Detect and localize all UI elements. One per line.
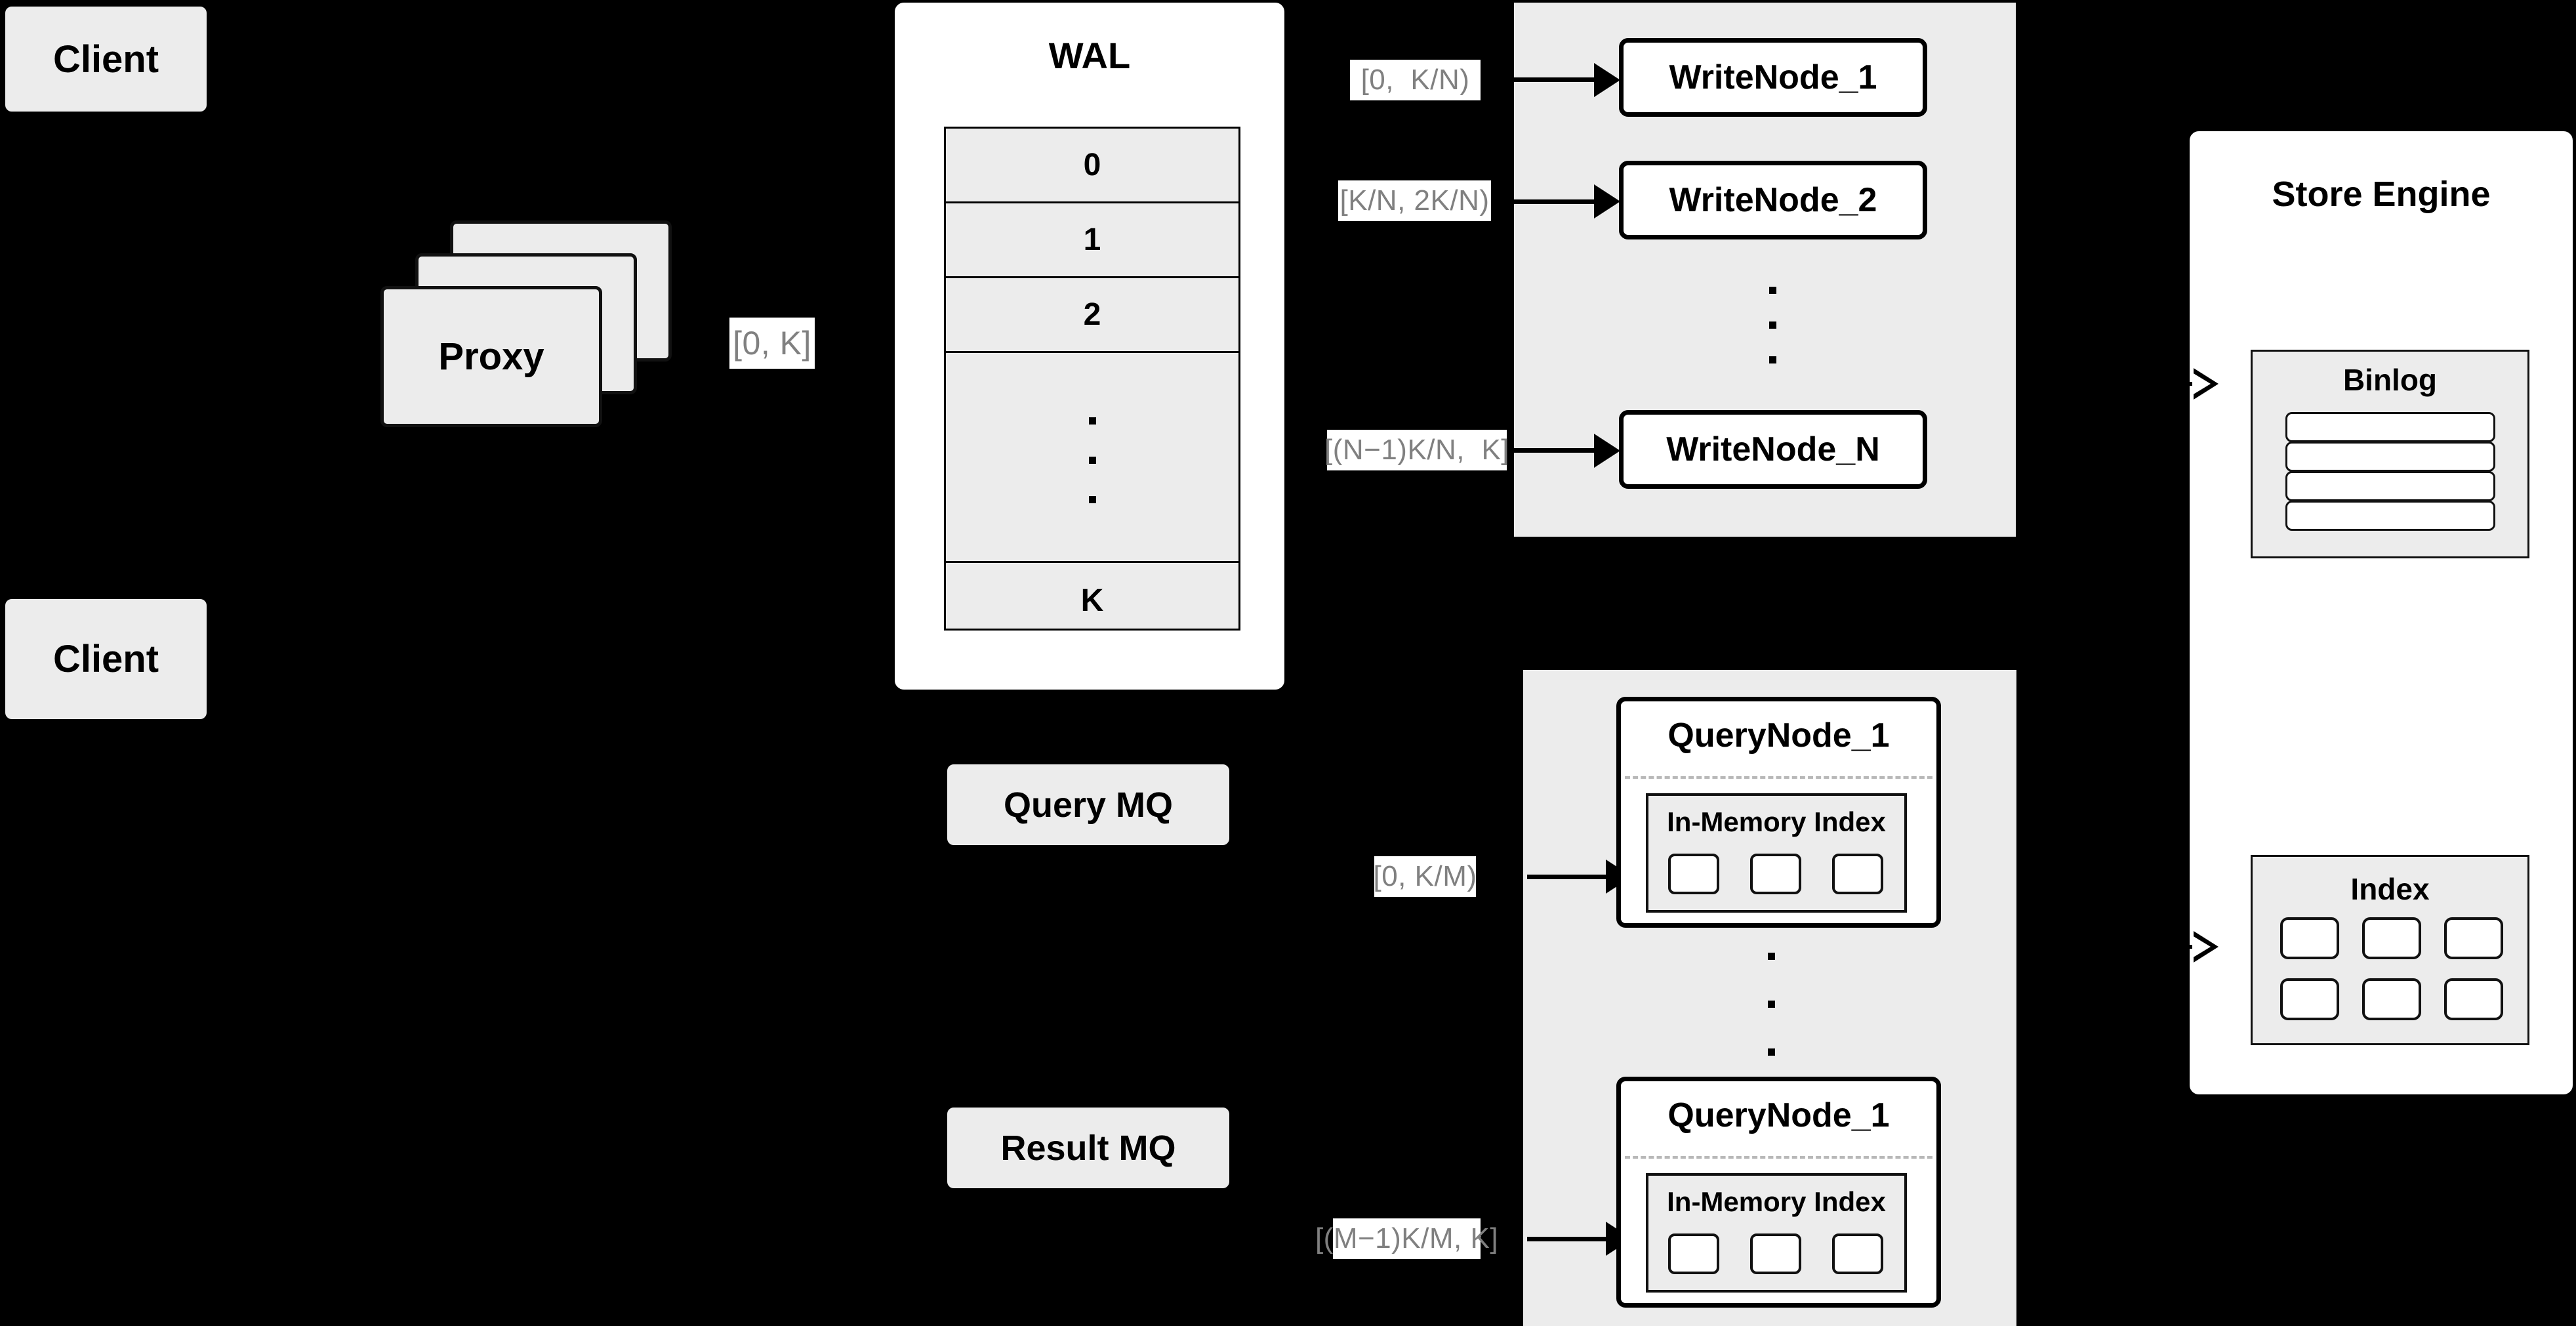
arrow-head-to-index xyxy=(2192,931,2218,963)
proxy-label: Proxy xyxy=(438,335,544,378)
query-node-1-inmemory-index: In-Memory Index xyxy=(1646,793,1907,913)
query-node-m-label: QueryNode_1 xyxy=(1667,1096,1890,1134)
client-node-2[interactable]: Client xyxy=(5,599,207,719)
client-node-1-label: Client xyxy=(52,37,159,81)
index-cell xyxy=(2444,917,2503,959)
query-node-m-divider xyxy=(1625,1156,1932,1159)
binlog-row xyxy=(2285,442,2495,472)
query-node-1-label: QueryNode_1 xyxy=(1667,716,1890,755)
arrow-shaft-to-binlog xyxy=(2166,382,2194,386)
arrow-shaft-writenode-n xyxy=(1509,448,1601,453)
client-node-1[interactable]: Client xyxy=(5,7,207,112)
range-label-writenode-1: [0, K/N) xyxy=(1350,60,1481,100)
arrow-shaft-querynode-1 xyxy=(1527,875,1612,879)
write-node-n-label: WriteNode_N xyxy=(1666,430,1880,468)
range-label-writenode-2: [K/N, 2K/N) xyxy=(1338,180,1491,221)
binlog-row xyxy=(2285,471,2495,501)
write-node-2[interactable]: WriteNode_2 xyxy=(1619,161,1927,239)
in-memory-index-cell xyxy=(1668,854,1719,894)
index-cell xyxy=(2362,978,2421,1020)
proxy-stack[interactable]: Proxy xyxy=(380,213,672,436)
in-memory-index-cell xyxy=(1750,854,1801,894)
write-node-1[interactable]: WriteNode_1 xyxy=(1619,38,1927,117)
wal-panel: WAL 0 1 2 K xyxy=(895,3,1284,690)
in-memory-index-cell xyxy=(1832,1233,1883,1274)
range-label-querynode-1-text: [0, K/M) xyxy=(1373,860,1477,892)
write-node-n[interactable]: WriteNode_N xyxy=(1619,410,1927,489)
query-mq-label: Query MQ xyxy=(1003,785,1174,825)
range-label-writenode-2-text: [K/N, 2K/N) xyxy=(1339,184,1490,217)
query-node-m-inmemory-index: In-Memory Index xyxy=(1646,1173,1907,1293)
query-node-1[interactable]: QueryNode_1 In-Memory Index xyxy=(1616,697,1941,928)
write-node-1-label: WriteNode_1 xyxy=(1669,58,1877,96)
arrow-head-to-binlog xyxy=(2192,368,2218,400)
wal-row-label: 1 xyxy=(1083,222,1101,257)
arrow-shaft-writenode-2 xyxy=(1509,199,1601,204)
range-label-proxy-to-wal: [0, K] xyxy=(729,318,815,369)
wal-row-ellipsis xyxy=(946,353,1238,563)
range-label-writenode-n: [(N−1)K/N, K] xyxy=(1324,430,1510,470)
binlog-row xyxy=(2285,412,2495,442)
store-engine-panel: Store Engine Binlog Index xyxy=(2190,131,2573,1094)
client-node-2-label: Client xyxy=(52,638,159,680)
in-memory-index-cell xyxy=(1832,854,1883,894)
index-cell xyxy=(2280,978,2339,1020)
query-mq-node[interactable]: Query MQ xyxy=(947,764,1229,845)
wal-title: WAL xyxy=(1048,35,1131,76)
wal-row: K xyxy=(946,563,1238,638)
index-title: Index xyxy=(2350,872,2430,906)
in-memory-index-title: In-Memory Index xyxy=(1667,1186,1886,1217)
arrow-shaft-writenode-1 xyxy=(1509,77,1601,82)
arrow-shaft-to-index xyxy=(2166,945,2194,949)
wal-row-label: K xyxy=(1080,583,1104,618)
wal-row-label: 0 xyxy=(1083,148,1101,182)
index-cell xyxy=(2280,917,2339,959)
wal-row: 1 xyxy=(946,203,1238,278)
result-mq-label: Result MQ xyxy=(1000,1128,1176,1168)
range-label-writenode-n-text: [(N−1)K/N, K] xyxy=(1324,434,1510,466)
write-node-2-label: WriteNode_2 xyxy=(1669,181,1877,219)
arrow-head-writenode-n xyxy=(1594,434,1620,468)
binlog-title: Binlog xyxy=(2342,363,2438,397)
in-memory-index-cell xyxy=(1668,1233,1719,1274)
result-mq-node[interactable]: Result MQ xyxy=(947,1108,1229,1188)
in-memory-index-cell xyxy=(1750,1233,1801,1274)
query-node-m[interactable]: QueryNode_1 In-Memory Index xyxy=(1616,1077,1941,1308)
store-engine-title: Store Engine xyxy=(2272,175,2491,214)
index-panel: Index xyxy=(2251,855,2529,1045)
arrow-head-writenode-1 xyxy=(1594,63,1620,97)
index-cell xyxy=(2362,917,2421,959)
arrow-head-writenode-2 xyxy=(1594,184,1620,218)
wal-row-label: 2 xyxy=(1083,297,1101,332)
range-label-proxy-to-wal-text: [0, K] xyxy=(733,325,811,362)
arrow-shaft-querynode-m xyxy=(1527,1237,1612,1241)
index-cell xyxy=(2444,978,2503,1020)
range-label-writenode-1-text: [0, K/N) xyxy=(1360,64,1470,96)
wal-row: 0 xyxy=(946,129,1238,203)
query-node-1-divider xyxy=(1625,776,1932,779)
wal-row: 2 xyxy=(946,278,1238,353)
range-label-querynode-1: [0, K/M) xyxy=(1373,856,1477,897)
range-label-querynode-m-text: [(M−1)K/M, K] xyxy=(1315,1222,1499,1254)
binlog-panel: Binlog xyxy=(2251,350,2529,558)
wal-table: 0 1 2 K xyxy=(944,127,1240,631)
in-memory-index-title: In-Memory Index xyxy=(1667,806,1886,837)
range-label-querynode-m: [(M−1)K/M, K] xyxy=(1315,1218,1498,1259)
proxy-card-front[interactable]: Proxy xyxy=(380,286,602,427)
binlog-row xyxy=(2285,501,2495,531)
